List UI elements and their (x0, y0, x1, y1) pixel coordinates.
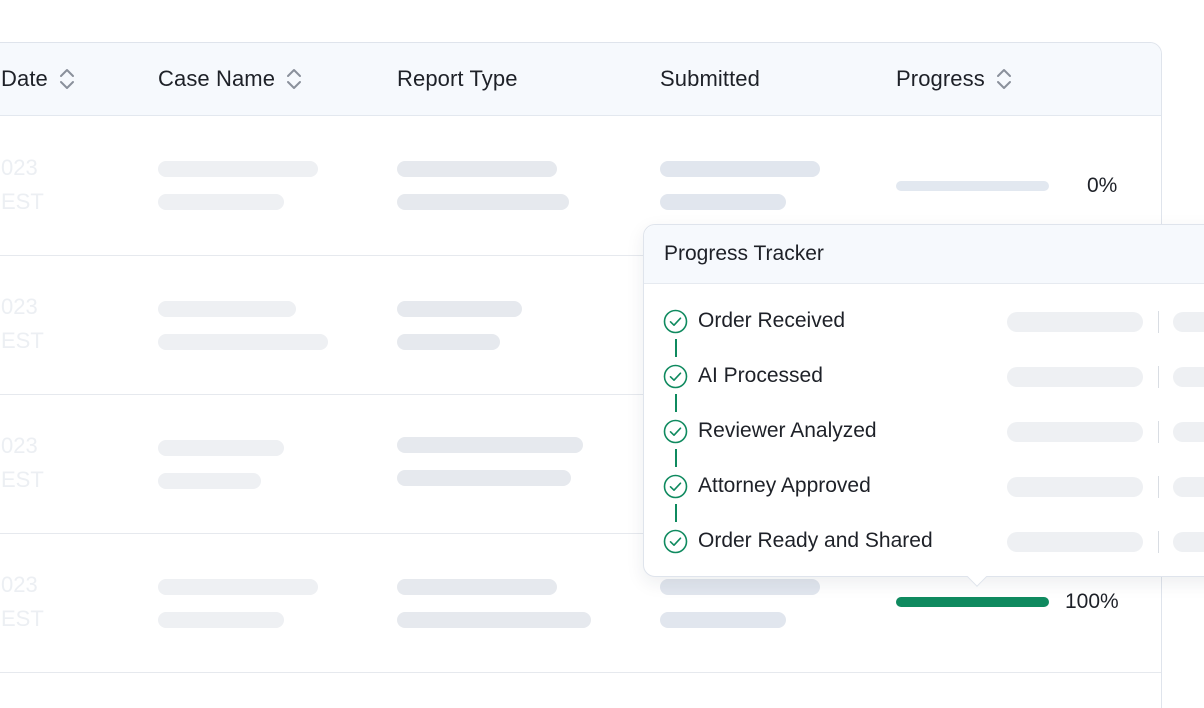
column-header-label: Date (1, 66, 48, 91)
skeleton-bar (397, 437, 583, 453)
skeleton-bar (1173, 422, 1204, 442)
skeleton-bar (1173, 477, 1204, 497)
skeleton-bar (1173, 532, 1204, 552)
step-label: Reviewer Analyzed (698, 419, 877, 442)
step-order-received: Order Received (663, 308, 845, 334)
divider (1158, 421, 1159, 443)
step-connector (675, 339, 677, 357)
row-date-line: EST (1, 328, 44, 353)
divider (1158, 311, 1159, 333)
skeleton-bar (158, 161, 318, 177)
skeleton-bar (158, 440, 284, 456)
skeleton-bar (397, 579, 557, 595)
skeleton-bar (1007, 312, 1143, 332)
sort-icon[interactable] (995, 66, 1013, 92)
table-row[interactable]: 023 EST (0, 256, 1161, 395)
sort-icon[interactable] (285, 66, 303, 92)
skeleton-bar (158, 334, 328, 350)
table-row[interactable]: 023 EST 100% (0, 534, 1161, 673)
column-header-case-name[interactable]: Case Name (158, 66, 303, 92)
step-connector (675, 504, 677, 522)
step-label: Order Received (698, 309, 846, 332)
step-order-ready-and-shared: Order Ready and Shared (663, 528, 933, 554)
column-header-progress[interactable]: Progress (896, 66, 1013, 92)
row-date: 023 EST (1, 429, 44, 497)
skeleton-bar (660, 194, 786, 210)
step-connector (675, 394, 677, 412)
progress-bar-fill (896, 597, 1049, 607)
skeleton-bar (1173, 367, 1204, 387)
skeleton-bar (397, 334, 500, 350)
skeleton-bar (660, 612, 786, 628)
skeleton-bar (1007, 422, 1143, 442)
step-label: Order Ready and Shared (698, 529, 933, 552)
progress-percentage: 100% (1065, 590, 1119, 613)
step-connector (675, 449, 677, 467)
column-header-label: Case Name (158, 66, 276, 91)
skeleton-bar (397, 301, 522, 317)
step-ai-processed: AI Processed (663, 363, 823, 389)
skeleton-bar (1173, 312, 1204, 332)
progress-bar[interactable] (896, 181, 1049, 191)
skeleton-bar (1007, 477, 1143, 497)
skeleton-bar (158, 301, 296, 317)
skeleton-bar (397, 194, 569, 210)
column-header-label: Submitted (660, 66, 760, 91)
row-date-line: 023 (1, 155, 38, 180)
table-row[interactable]: 023 EST (0, 395, 1161, 534)
skeleton-bar (660, 161, 820, 177)
row-date-line: 023 (1, 433, 38, 458)
progress-percentage: 0% (1087, 174, 1118, 197)
skeleton-bar (397, 612, 591, 628)
row-date: 023 EST (1, 568, 44, 636)
progress-bar[interactable] (896, 597, 1049, 607)
table-header: Date Case Name Report Type Submitted Pro… (0, 43, 1161, 116)
column-header-date[interactable]: Date (1, 66, 76, 92)
step-reviewer-analyzed: Reviewer Analyzed (663, 418, 877, 444)
check-circle-icon (663, 419, 688, 443)
check-circle-icon (663, 309, 688, 333)
column-header-label: Report Type (397, 66, 518, 91)
skeleton-bar (158, 579, 318, 595)
row-date-line: EST (1, 467, 44, 492)
column-header-label: Progress (896, 66, 985, 91)
skeleton-bar (397, 161, 557, 177)
row-date-line: 023 (1, 572, 38, 597)
skeleton-bar (1007, 367, 1143, 387)
divider (1158, 531, 1159, 553)
sort-icon[interactable] (58, 66, 76, 92)
row-date: 023 EST (1, 290, 44, 358)
divider (1158, 366, 1159, 388)
column-header-report-type: Report Type (397, 66, 518, 92)
skeleton-bar (158, 194, 284, 210)
divider (1158, 476, 1159, 498)
skeleton-bar (158, 473, 261, 489)
column-header-submitted: Submitted (660, 66, 760, 92)
row-date-line: EST (1, 189, 44, 214)
skeleton-bar (660, 579, 820, 595)
check-circle-icon (663, 364, 688, 388)
skeleton-bar (1007, 532, 1143, 552)
row-date-line: EST (1, 606, 44, 631)
row-date: 023 EST (1, 151, 44, 219)
step-attorney-approved: Attorney Approved (663, 473, 871, 499)
check-circle-icon (663, 474, 688, 498)
row-date-line: 023 (1, 294, 38, 319)
check-circle-icon (663, 529, 688, 553)
table-row[interactable]: 023 EST 0% (0, 117, 1161, 256)
popover-title: Progress Tracker (644, 225, 1204, 284)
step-label: Attorney Approved (698, 474, 871, 497)
step-label: AI Processed (698, 364, 823, 387)
skeleton-bar (397, 470, 571, 486)
skeleton-bar (158, 612, 284, 628)
progress-tracker-popover: Progress Tracker Order Received AI Proce… (643, 224, 1204, 587)
